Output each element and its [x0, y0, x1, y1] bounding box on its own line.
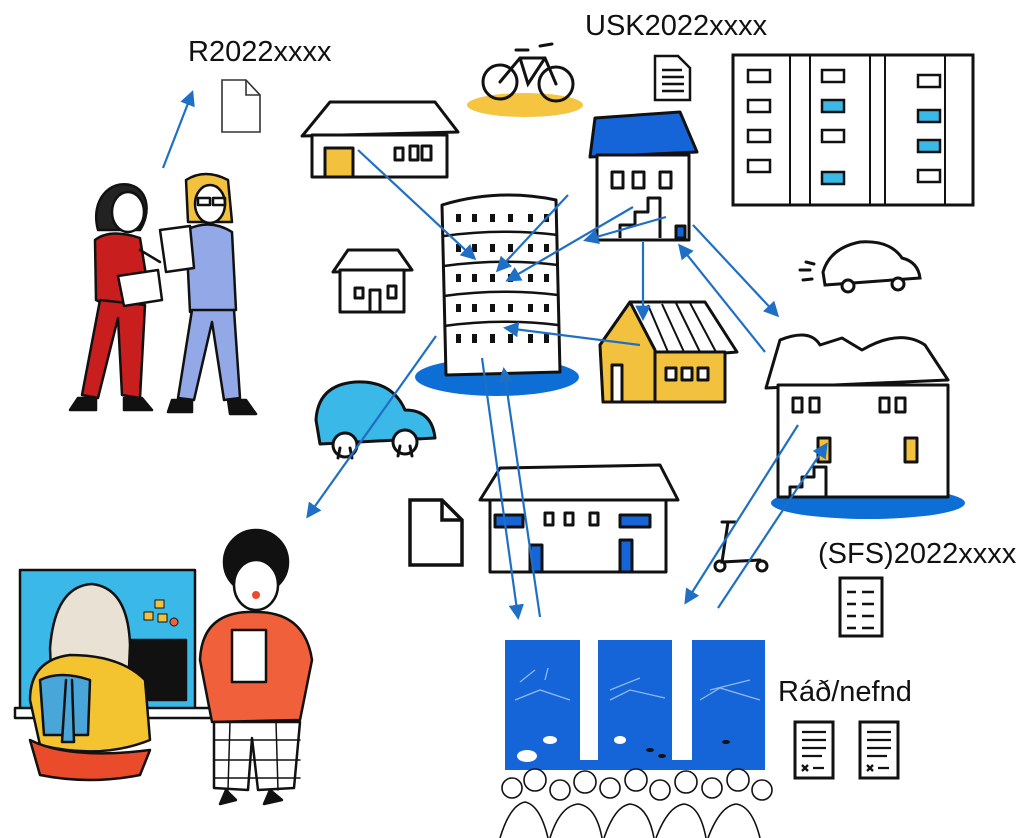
large-house-illustration [764, 333, 965, 519]
committee-meeting-illustration [498, 640, 778, 838]
blue-car-illustration [314, 380, 437, 460]
yellow-house-illustration [598, 300, 739, 404]
document-lines-icon [653, 54, 692, 102]
case-label-usk: USK2022xxxx [585, 10, 768, 42]
scooter-icon [713, 520, 769, 573]
case-label-sfs: (SFS)2022xxxx [818, 538, 1017, 570]
document-icon [221, 79, 261, 133]
committee-label: Ráð/nefnd [778, 676, 912, 708]
document-icon [408, 498, 464, 567]
case-workers-illustration [13, 528, 314, 806]
officials-conversation-illustration [68, 172, 258, 416]
small-house-illustration [331, 248, 414, 314]
wide-house-illustration [478, 463, 680, 574]
car-icon [798, 240, 922, 294]
form-checklist-icon [838, 576, 884, 638]
minutes-document-icon [793, 720, 900, 780]
flow-arrows [161, 90, 828, 621]
apartment-block-illustration [731, 53, 975, 207]
low-house-illustration [300, 100, 460, 179]
blue-roof-house-illustration [588, 110, 699, 242]
bicycle-icon [467, 42, 583, 117]
case-label-r: R2022xxxx [188, 36, 332, 68]
